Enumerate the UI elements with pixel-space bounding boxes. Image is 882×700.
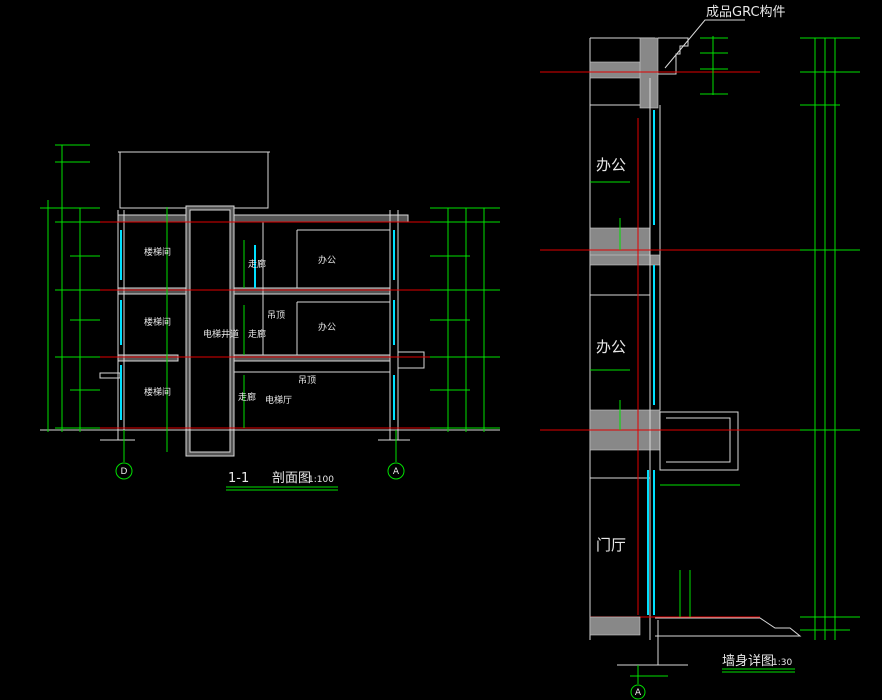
room-label: 吊顶 <box>267 310 285 321</box>
roof-slab <box>117 214 409 223</box>
grc-callout-label: 成品GRC构件 <box>706 5 786 20</box>
grc-cornice <box>658 37 689 75</box>
wall-detail-drawing: 成品GRC构件 办公 办公 门厅 A 墙身详图 1:30 <box>540 5 860 700</box>
grid-bubble-a <box>387 462 405 480</box>
axis-label-a: A <box>393 467 400 477</box>
roof-slab-hatch <box>589 61 649 79</box>
room-label: 楼梯间 <box>144 316 171 328</box>
detail-scale: 1:30 <box>772 658 792 668</box>
room-label: 办公 <box>318 321 336 333</box>
detail-axis-label: A <box>635 688 642 698</box>
section-number: 1-1 <box>228 471 249 486</box>
room-label-office-2: 办公 <box>596 338 626 356</box>
room-label-lobby: 门厅 <box>596 536 626 554</box>
room-label: 吊顶 <box>298 375 316 386</box>
left-dimension-lines <box>40 144 100 432</box>
floor-slab-2-right <box>229 354 391 362</box>
floor-slab-3 <box>117 287 391 295</box>
section-title: 剖面图 <box>272 471 311 486</box>
section-drawing: D A 楼梯间 楼梯间 楼梯间 电梯井道 走廊 走廊 走廊 办公 办公 电梯厅 … <box>40 144 500 491</box>
grid-bubble-d <box>115 462 133 480</box>
detail-title: 墙身详图 <box>722 653 774 669</box>
detail-dimension-lines <box>619 36 860 684</box>
planter-box <box>659 411 739 471</box>
room-label: 电梯厅 <box>265 394 292 406</box>
axis-label-d: D <box>121 467 128 477</box>
floor-slab-2-left <box>117 354 179 362</box>
room-label: 办公 <box>318 254 336 266</box>
room-label: 楼梯间 <box>144 386 171 398</box>
grid-bubble-a-detail <box>630 684 646 700</box>
roof-structure <box>119 151 269 209</box>
room-label: 走廊 <box>248 328 266 340</box>
right-dimension-lines <box>430 207 500 432</box>
section-scale: 1:100 <box>308 475 334 485</box>
room-label-office-1: 办公 <box>596 156 626 174</box>
callout-leader <box>664 19 745 69</box>
room-label: 电梯井道 <box>203 328 239 340</box>
room-label: 走廊 <box>238 391 256 403</box>
room-label: 走廊 <box>248 258 266 270</box>
exterior-steps <box>655 617 802 637</box>
room-label: 楼梯间 <box>144 246 171 258</box>
